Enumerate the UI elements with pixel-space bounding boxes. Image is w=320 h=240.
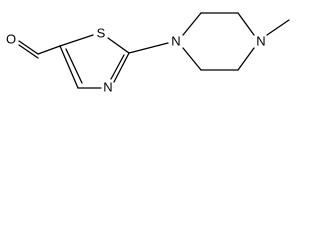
bond-n-methyl — [266, 19, 290, 36]
atom-nitrogen-piperazine-4: N — [256, 33, 265, 48]
bond-thiazole-c4-c5-1 — [59, 45, 79, 89]
bond-thiazole-c2-n-2 — [110, 54, 125, 80]
atom-nitrogen-thiazole: N — [103, 79, 112, 94]
bond-aldehyde-c-o-1 — [18, 40, 39, 55]
atom-oxygen: O — [6, 31, 16, 46]
bond-thiazole-c5-s — [59, 34, 94, 47]
bond-thiazole-c4-c5-2 — [65, 48, 83, 84]
bond-piperazine-c3-n4 — [237, 12, 255, 36]
bond-thiazole-s-c2 — [107, 37, 130, 54]
bond-piperazine-c6-n1 — [182, 47, 202, 71]
bond-piperazine-n1-c2 — [182, 12, 202, 36]
atom-nitrogen-piperazine-1: N — [171, 33, 180, 48]
molecule-structure: O S N N N — [6, 12, 290, 94]
atom-sulfur: S — [97, 25, 106, 40]
bond-thiazole-c2-n-1 — [113, 52, 130, 83]
bond-aldehyde-c-ring — [37, 45, 61, 55]
bond-thiazole-piperazine — [128, 42, 169, 54]
bond-aldehyde-c-o-2 — [18, 44, 39, 59]
bond-piperazine-n4-c5 — [237, 47, 255, 71]
